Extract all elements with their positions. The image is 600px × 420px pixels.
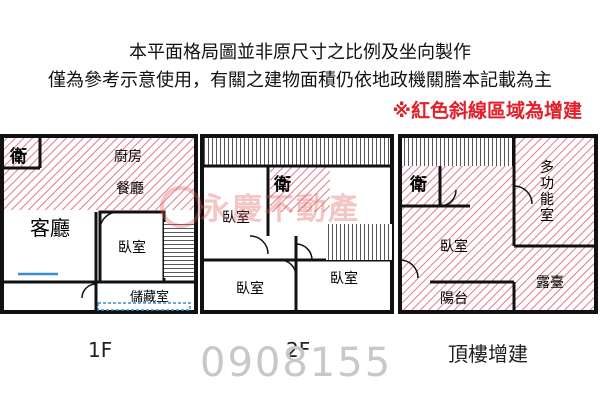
rooftop-title: 頂樓增建	[448, 342, 528, 366]
floor-1-kitchen-label: 廚房	[114, 149, 142, 165]
floor-2-stairs	[326, 224, 392, 260]
floor-2-bedroom-1-label: 臥室	[222, 210, 250, 226]
floor-1-bath-label: 衛	[10, 147, 27, 167]
floor-2-title: 2F	[286, 338, 311, 362]
floor-1-stairs	[164, 222, 194, 278]
rooftop-terrace-label: 露臺	[536, 275, 564, 291]
floor-1-storage-label: 儲藏室	[130, 290, 170, 305]
rooftop-multipurpose-label: 多功能室	[540, 160, 554, 224]
floor-1-bedroom-door-arc	[99, 211, 119, 229]
rooftop-balcony-label: 陽台	[440, 291, 468, 307]
rooftop-rail	[402, 138, 514, 166]
floor-1-plan	[0, 134, 198, 314]
disclaimer-line-1: 本平面格局圖並非原尺寸之比例及坐向製作	[129, 42, 471, 63]
floor-1-outline	[0, 134, 198, 314]
floor-2-balcony-rail	[204, 138, 390, 166]
watermark-phone: 0908155	[200, 340, 393, 386]
rooftop-outline	[398, 134, 598, 314]
watermark-logo-icon	[160, 186, 202, 228]
floor-1-living-label: 客廳	[30, 216, 70, 240]
floor-1-storage-window	[97, 302, 191, 311]
floor-2-hatched-extension	[270, 166, 330, 212]
rooftop-bedroom-label: 臥室	[440, 239, 468, 255]
watermark-text: 永慶不動產	[200, 192, 360, 227]
floor-1-bedroom-label: 臥室	[118, 240, 146, 256]
floor-1-dining-label: 餐廳	[116, 181, 144, 197]
floor-2-bedroom-3-label: 臥室	[330, 271, 358, 287]
floor-2-plan	[200, 134, 394, 314]
floor-1-title: 1F	[88, 338, 113, 362]
floor-2-bedroom-2-label: 臥室	[236, 281, 264, 297]
floor-2-bath-label: 衛	[274, 175, 291, 195]
disclaimer-line-2: 僅為參考示意使用，有關之建物面積仍依地政機關謄本記載為主	[48, 70, 552, 91]
rooftop-bath-label: 衛	[410, 175, 427, 195]
rooftop-plan	[398, 134, 598, 314]
hatch-notice: ※紅色斜線區域為增建	[392, 100, 582, 122]
